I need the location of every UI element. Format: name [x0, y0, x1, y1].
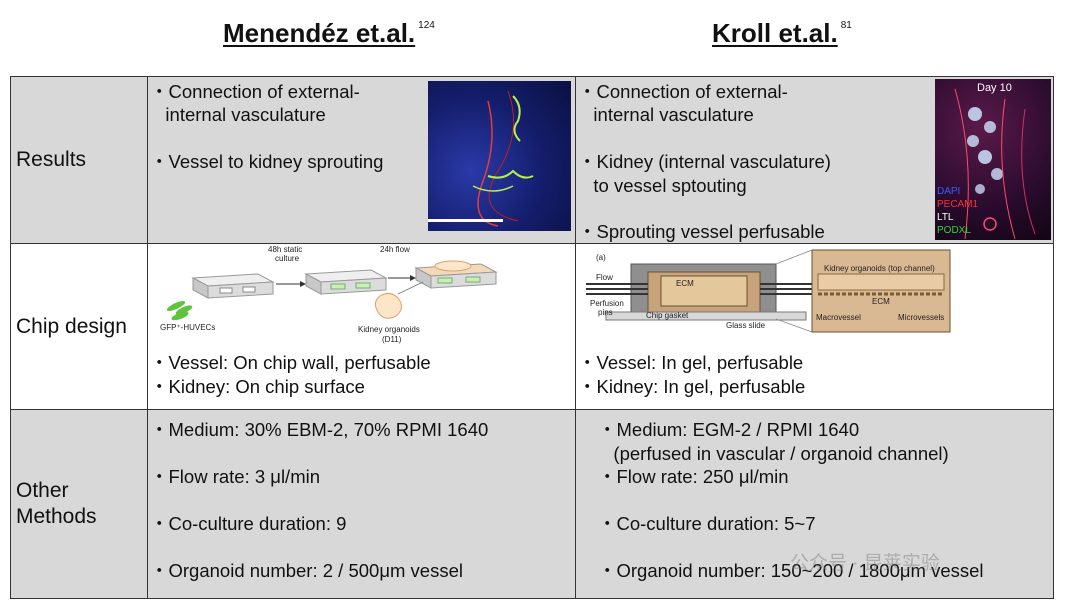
- diagram-label-flow: 24h flow: [380, 245, 410, 254]
- row-results: Results ・Connection of external- interna…: [10, 76, 1054, 244]
- results-left-cell: ・Connection of external- internal vascul…: [147, 76, 576, 244]
- micrograph-day-label: Day 10: [977, 82, 1012, 94]
- list-item: ・Co-culture duration: 9: [150, 513, 347, 534]
- methods-right-cell: ・Medium: EGM-2 / RPMI 1640 (perfused in …: [575, 409, 1054, 599]
- methods-left-cell: ・Medium: 30% EBM-2, 70% RPMI 1640 ・Flow …: [147, 409, 576, 599]
- legend-ltl: LTL: [937, 212, 954, 223]
- list-item: ・Kidney: On chip surface: [150, 376, 365, 397]
- diagram-label-panel: (a): [596, 253, 606, 262]
- list-item: ・Organoid number: 2 / 500μm vessel: [150, 560, 463, 581]
- header-left: Menendéz et.al.124: [223, 18, 435, 49]
- kidney-micrograph-image: [428, 81, 571, 231]
- diagram-label-cells: GFP⁺-HUVECs: [160, 323, 215, 332]
- ref-left: 124: [418, 20, 435, 31]
- diagram-label-gasket: Chip gasket: [646, 311, 689, 320]
- list-item: (perfused in vascular / organoid channel…: [598, 443, 949, 464]
- author-left: Menendéz et.al.: [223, 18, 416, 48]
- row-label-chip-design: Chip design: [10, 243, 148, 410]
- list-item: ・Co-culture duration: 5~7: [598, 513, 816, 534]
- list-item: ・Vessel: On chip wall, perfusable: [150, 352, 431, 373]
- diagram-label-static-1: 48h static: [268, 245, 302, 254]
- label-line: Other: [16, 479, 69, 502]
- list-item: ・Kidney: In gel, perfusable: [578, 376, 806, 397]
- list-item: ・Medium: EGM-2 / RPMI 1640: [598, 419, 860, 440]
- diagram-label-macrovessel: Macrovessel: [816, 313, 861, 322]
- list-item: ・Medium: 30% EBM-2, 70% RPMI 1640: [150, 419, 489, 440]
- header-right: Kroll et.al.81: [712, 18, 852, 49]
- chip-left-cell: GFP⁺-HUVECs 48h static culture 24h flow: [147, 243, 576, 410]
- row-label-other-methods: Other Methods: [10, 409, 148, 599]
- chip-schematic-diagram: (a) ECM Flow Perfusion pins: [586, 249, 951, 333]
- diagram-label-glass: Glass slide: [726, 321, 766, 330]
- legend-podxl: PODXL: [937, 225, 971, 236]
- list-item: ・Kidney (internal vasculature): [578, 151, 831, 172]
- diagram-label-flow-in: Flow: [596, 273, 613, 282]
- comparison-table: Results ・Connection of external- interna…: [10, 76, 1054, 599]
- diagram-label-perfusion: Perfusion: [590, 299, 624, 308]
- row-other-methods: Other Methods ・Medium: 30% EBM-2, 70% RP…: [10, 409, 1054, 599]
- watermark: 公众号 · 昆莱实验: [790, 553, 940, 574]
- legend-pecam1: PECAM1: [937, 199, 979, 210]
- diagram-label-organoids-day: (D11): [382, 335, 402, 344]
- results-right-cell: ・Connection of external- internal vascul…: [575, 76, 1054, 244]
- diagram-label-organoids: Kidney organoids: [358, 325, 420, 334]
- list-item: internal vasculature: [578, 104, 754, 125]
- chip-right-cell: (a) ECM Flow Perfusion pins: [575, 243, 1054, 410]
- ref-right: 81: [840, 20, 852, 31]
- row-label-results: Results: [10, 76, 148, 244]
- list-item: ・Organoid number: 150~200 / 1800μm vesse…: [598, 560, 984, 581]
- diagram-label-pins: pins: [598, 308, 613, 317]
- author-right: Kroll et.al.: [712, 18, 838, 48]
- list-item: ・Vessel to kidney sprouting: [150, 151, 384, 172]
- diagram-label-ecm-zoom: ECM: [872, 297, 890, 306]
- legend-dapi: DAPI: [937, 186, 961, 197]
- row-chip-design: Chip design GFP⁺-HUVECs 48h static cultu…: [10, 243, 1054, 410]
- list-item: ・Connection of external-: [578, 81, 788, 102]
- diagram-label-ecm: ECM: [676, 279, 694, 288]
- diagram-label-microvessels: Microvessels: [898, 313, 944, 322]
- list-item: ・Vessel: In gel, perfusable: [578, 352, 804, 373]
- diagram-label-static-2: culture: [275, 254, 300, 263]
- diagram-label-top-channel: Kidney organoids (top channel): [824, 264, 935, 273]
- chip-workflow-diagram: GFP⁺-HUVECs 48h static culture 24h flow: [160, 245, 498, 344]
- list-item: ・Connection of external-: [150, 81, 360, 102]
- list-item: ・Sprouting vessel perfusable: [578, 221, 825, 242]
- list-item: ・Flow rate: 250 μl/min: [598, 466, 789, 487]
- list-item: ・Flow rate: 3 μl/min: [150, 466, 321, 487]
- list-item: internal vasculature: [150, 104, 326, 125]
- label-line: Methods: [16, 505, 97, 528]
- vessel-micrograph-image: Day 10 DAPI PECAM1 LTL PODXL: [935, 79, 1051, 240]
- list-item: to vessel sptouting: [578, 175, 747, 196]
